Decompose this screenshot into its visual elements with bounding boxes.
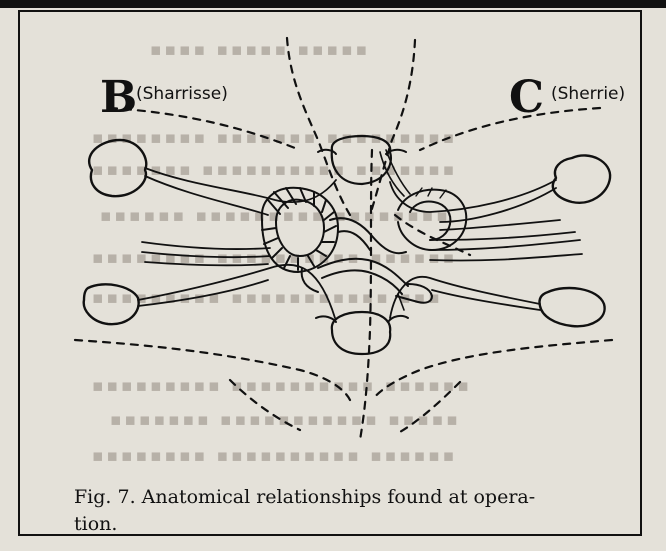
separation-line-lower-right [372, 340, 612, 400]
pelvic-organ-lower [332, 312, 390, 354]
separation-line-upper-curve-left [110, 108, 300, 150]
ureters-and-vessels [138, 168, 582, 318]
twin-name-c: (Sherrie) [551, 86, 625, 103]
twin-name-b: (Sharrisse) [136, 86, 228, 103]
intestinal-loops [262, 150, 466, 310]
kidney-lower-left [84, 284, 139, 324]
kidney-upper-right [553, 155, 610, 202]
kidney-upper-left [89, 140, 146, 196]
separation-line-lower-left-tail [230, 380, 300, 430]
twin-label-c: C [509, 76, 544, 120]
caption-line-2: tion. [74, 511, 614, 538]
separation-line-lower-left [75, 340, 350, 400]
caption-line-1: Fig. 7. Anatomical relationships found a… [74, 484, 614, 511]
kidney-lower-right [539, 288, 604, 326]
pelvic-organ-lower-adnexa [316, 316, 408, 322]
twin-label-b: B [100, 76, 137, 120]
figure-caption: Fig. 7. Anatomical relationships found a… [74, 484, 614, 538]
separation-line-lower-right-tail [400, 382, 460, 432]
separation-line-center-vertical [360, 150, 372, 440]
